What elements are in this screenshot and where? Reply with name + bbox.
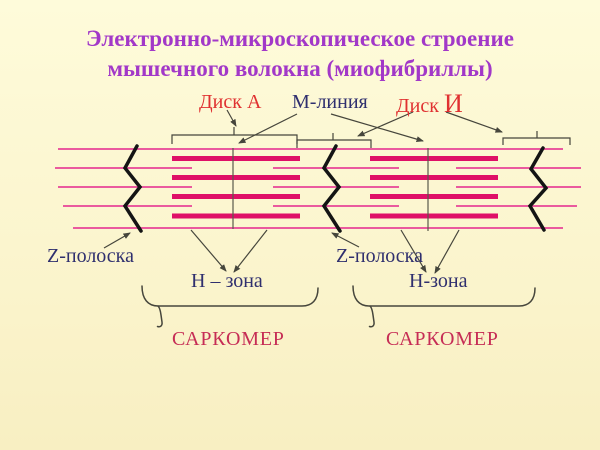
sarcomere-brace-2 bbox=[352, 285, 536, 307]
arrow-h-zone-1-right bbox=[233, 229, 268, 273]
arrow-h-zone-2-right bbox=[434, 229, 460, 274]
label-sarcomere-left: САРКОМЕР bbox=[172, 328, 285, 350]
thick-bars-sarcomere-1 bbox=[172, 156, 300, 219]
arrow-h-zone-1-left bbox=[190, 229, 227, 272]
z-line-zigzag-3 bbox=[527, 146, 549, 232]
annotation-arrows bbox=[103, 109, 503, 274]
sarcomere-brace-1 bbox=[141, 285, 319, 307]
thick-bars-sarcomere-2 bbox=[370, 156, 498, 219]
disk-brackets bbox=[171, 127, 571, 148]
label-z-band-left: Z-полоска bbox=[47, 245, 134, 267]
label-m-line: М-линия bbox=[292, 91, 368, 113]
z-line-zigzags bbox=[122, 144, 549, 233]
arrow-disk-i-left bbox=[357, 111, 414, 137]
arrow-z-band-mid bbox=[331, 232, 360, 248]
arrow-disk-a bbox=[226, 109, 237, 127]
label-h-zone-right: Н-зона bbox=[409, 270, 468, 292]
label-sarcomere-right: САРКОМЕР bbox=[386, 328, 499, 350]
thick-filament-bars bbox=[172, 156, 498, 219]
z-line-zigzag-2 bbox=[321, 144, 342, 233]
arrow-disk-i-right bbox=[445, 111, 503, 133]
z-line-zigzag-1 bbox=[122, 144, 143, 233]
slide-title-line2: мышечного волокна (миофибриллы) bbox=[107, 56, 493, 81]
label-disk-i-word: Диск bbox=[396, 95, 439, 117]
sarcomere-braces bbox=[141, 285, 536, 328]
slide-title: Электронно-микроскопическое строение мыш… bbox=[0, 24, 600, 84]
label-disk-i: Диск И bbox=[396, 89, 463, 118]
label-h-zone-left: Н – зона bbox=[191, 270, 263, 292]
thin-filament-lines bbox=[55, 148, 581, 229]
sarcomere-brace-2-pointer bbox=[368, 305, 375, 328]
m-lines bbox=[232, 148, 429, 231]
disk-i-right-bracket bbox=[502, 131, 571, 145]
arrow-h-zone-2-left bbox=[400, 229, 427, 273]
label-disk-i-letter: И bbox=[443, 89, 463, 118]
arrow-m-line-1 bbox=[238, 113, 298, 144]
disk-a-bracket bbox=[171, 127, 298, 144]
arrow-z-band-left bbox=[103, 232, 131, 249]
label-disk-a: Диск А bbox=[199, 91, 262, 113]
label-z-band-mid: Z-полоска bbox=[336, 245, 423, 267]
disk-i-bracket bbox=[296, 133, 372, 148]
slide-title-line1: Электронно-микроскопическое строение bbox=[86, 26, 514, 51]
sarcomere-brace-1-pointer bbox=[156, 305, 163, 328]
